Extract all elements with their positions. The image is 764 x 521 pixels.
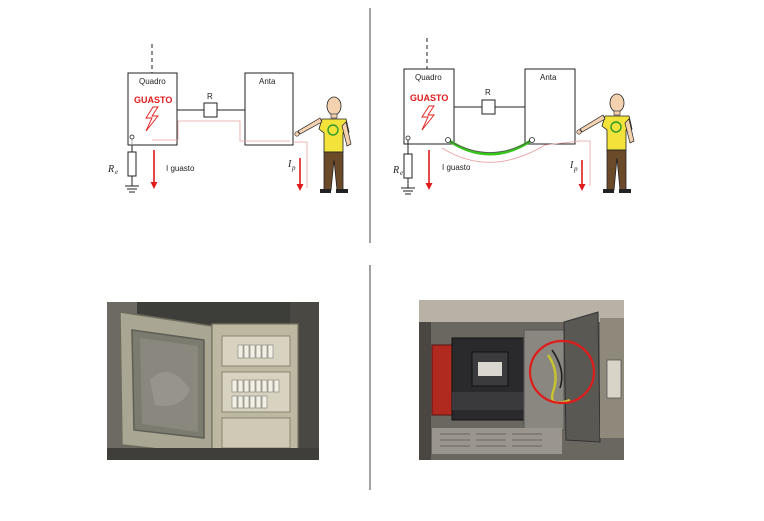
resistor-symbol <box>481 99 496 115</box>
touch-path <box>578 140 591 186</box>
fault-label: GUASTO <box>410 93 448 103</box>
door-label: Anta <box>540 73 557 82</box>
person-figure <box>576 93 635 193</box>
earth-resistance-symbol: R <box>107 164 114 175</box>
fault-current-label: I guasto <box>166 164 195 173</box>
resistor-label: R <box>207 92 213 101</box>
fault-current-arrowhead <box>150 182 158 189</box>
fault-current-path <box>152 120 290 142</box>
bonding-wire-shadow <box>447 139 533 153</box>
lightning-icon <box>421 105 435 131</box>
earth-resistance-symbol: R <box>392 165 399 176</box>
panel-label: Quadro <box>415 73 442 82</box>
door-label: Anta <box>259 77 276 86</box>
bonding-wire <box>447 138 533 156</box>
resistor-symbol <box>203 102 218 118</box>
bonding-terminal-right <box>529 137 535 143</box>
lightning-icon <box>145 106 159 132</box>
ground-symbol <box>125 185 139 193</box>
person-current-symbol: I <box>287 159 292 170</box>
photo-door-bonding <box>419 300 624 460</box>
touch-path <box>292 141 308 188</box>
bonding-terminal-left <box>445 137 451 143</box>
fault-current-arrowhead <box>425 183 433 190</box>
panel-box <box>403 68 455 145</box>
highlight-ellipse <box>528 339 596 405</box>
photo-open-panel <box>107 302 319 460</box>
person-current-symbol: I <box>569 160 574 171</box>
earth-resistor <box>403 153 413 179</box>
fault-current-path <box>441 140 581 163</box>
panel-box <box>127 72 178 146</box>
fault-contact-point <box>405 135 411 141</box>
right-diagram: Quadro GUASTO Anta R R e I guasto I <box>392 38 635 195</box>
ground-symbol <box>401 187 415 195</box>
fault-contact-point <box>129 134 135 140</box>
left-diagram: Quadro GUASTO Anta R R e I guasto <box>107 44 352 193</box>
person-current-arrowhead <box>296 184 304 191</box>
panel-label: Quadro <box>139 77 166 86</box>
fault-current-label: I guasto <box>442 163 471 172</box>
earth-resistance-subscript: e <box>400 169 403 177</box>
door-box <box>244 72 294 146</box>
person-figure <box>294 96 352 193</box>
earth-resistance-subscript: e <box>115 168 118 176</box>
earth-resistor <box>127 151 137 177</box>
resistor-label: R <box>485 88 491 97</box>
person-current-arrowhead <box>578 184 586 191</box>
person-current-subscript: p <box>573 165 578 173</box>
person-current-subscript: p <box>291 164 296 172</box>
fault-label: GUASTO <box>134 95 172 105</box>
